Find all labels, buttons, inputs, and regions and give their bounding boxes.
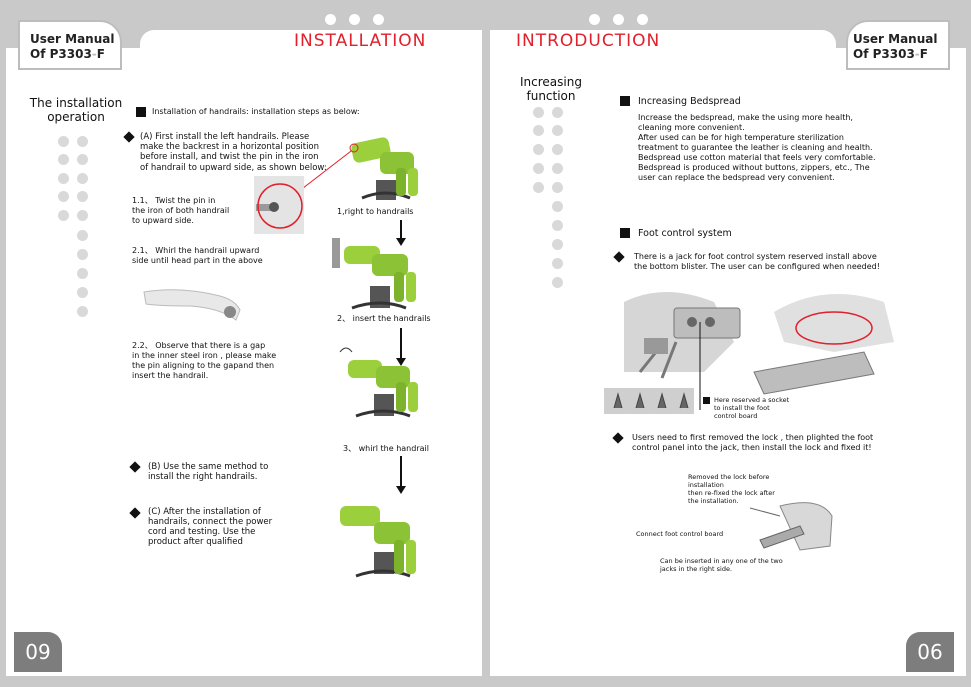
step-c-text: (C) After the installation of handrails,…	[148, 507, 273, 547]
left-top-notch	[140, 30, 482, 48]
caption-3: 3、 whirl the handrail	[343, 444, 429, 453]
step-1-1-text: 1.1、 Twist the pin in the iron of both h…	[132, 196, 230, 225]
foot-control-heading: Foot control system	[638, 228, 732, 239]
step-a-text: (A) First install the left handrails. Pl…	[140, 132, 327, 173]
foot-text-1: There is a jack for foot control system …	[634, 252, 880, 271]
bedspread-text: Increase the bedspread, make the using m…	[638, 113, 876, 182]
chair-image-2	[332, 238, 416, 310]
right-header-title: User Manual Of P3303-F	[853, 32, 938, 61]
pin-detail-image	[254, 176, 304, 234]
chair-image-1	[349, 137, 418, 200]
section-title-installation: INSTALLATION	[294, 31, 427, 51]
side-heading-function: Increasing function	[520, 75, 582, 103]
lock-label: Removed the lock before installation the…	[688, 473, 775, 505]
left-header-title: User Manual Of P3303-F	[30, 32, 115, 61]
handrail-heading: Installation of handrails: installation …	[152, 107, 360, 116]
foot-control-bullet	[620, 228, 630, 238]
left-header-tab	[18, 20, 122, 70]
caption-1: 1,right to handrails	[337, 207, 414, 216]
chair-image-3	[339, 347, 418, 418]
connect-label: Connect foot control board	[636, 530, 724, 538]
caption-2: 2、 insert the handrails	[337, 314, 431, 323]
heading-bullet	[136, 107, 146, 117]
step-2-1-text: 2.1、 Whirl the handrail upward side unti…	[132, 246, 263, 265]
arrow-down-3	[396, 456, 406, 494]
jacks-label: Can be inserted in any one of the two ja…	[660, 557, 783, 573]
step-2-2-text: 2.2、 Observe that there is a gap in the …	[132, 341, 277, 380]
handrail-image	[143, 289, 241, 321]
foot-text-2: Users need to first removed the lock , t…	[632, 433, 874, 452]
socket-label-bullet	[703, 397, 710, 404]
foot-socket-image	[604, 292, 894, 414]
right-header-tab	[846, 20, 950, 70]
left-page-number: 09	[14, 632, 62, 672]
side-heading-installation: The installation operation	[29, 96, 123, 124]
right-top-notch	[490, 30, 836, 48]
step-b-text: (B) Use the same method to install the r…	[148, 462, 269, 482]
section-title-introduction: INTRODUCTION	[516, 31, 661, 51]
arrow-down-2	[396, 328, 406, 366]
lock-install-image	[749, 502, 833, 551]
right-page-number: 06	[906, 632, 954, 672]
bedspread-heading: Increasing Bedspread	[638, 96, 741, 107]
socket-label: Here reserved a socket to install the fo…	[714, 396, 790, 420]
bedspread-bullet	[620, 96, 630, 106]
arrow-down-1	[396, 220, 406, 246]
chair-image-4	[340, 506, 416, 578]
